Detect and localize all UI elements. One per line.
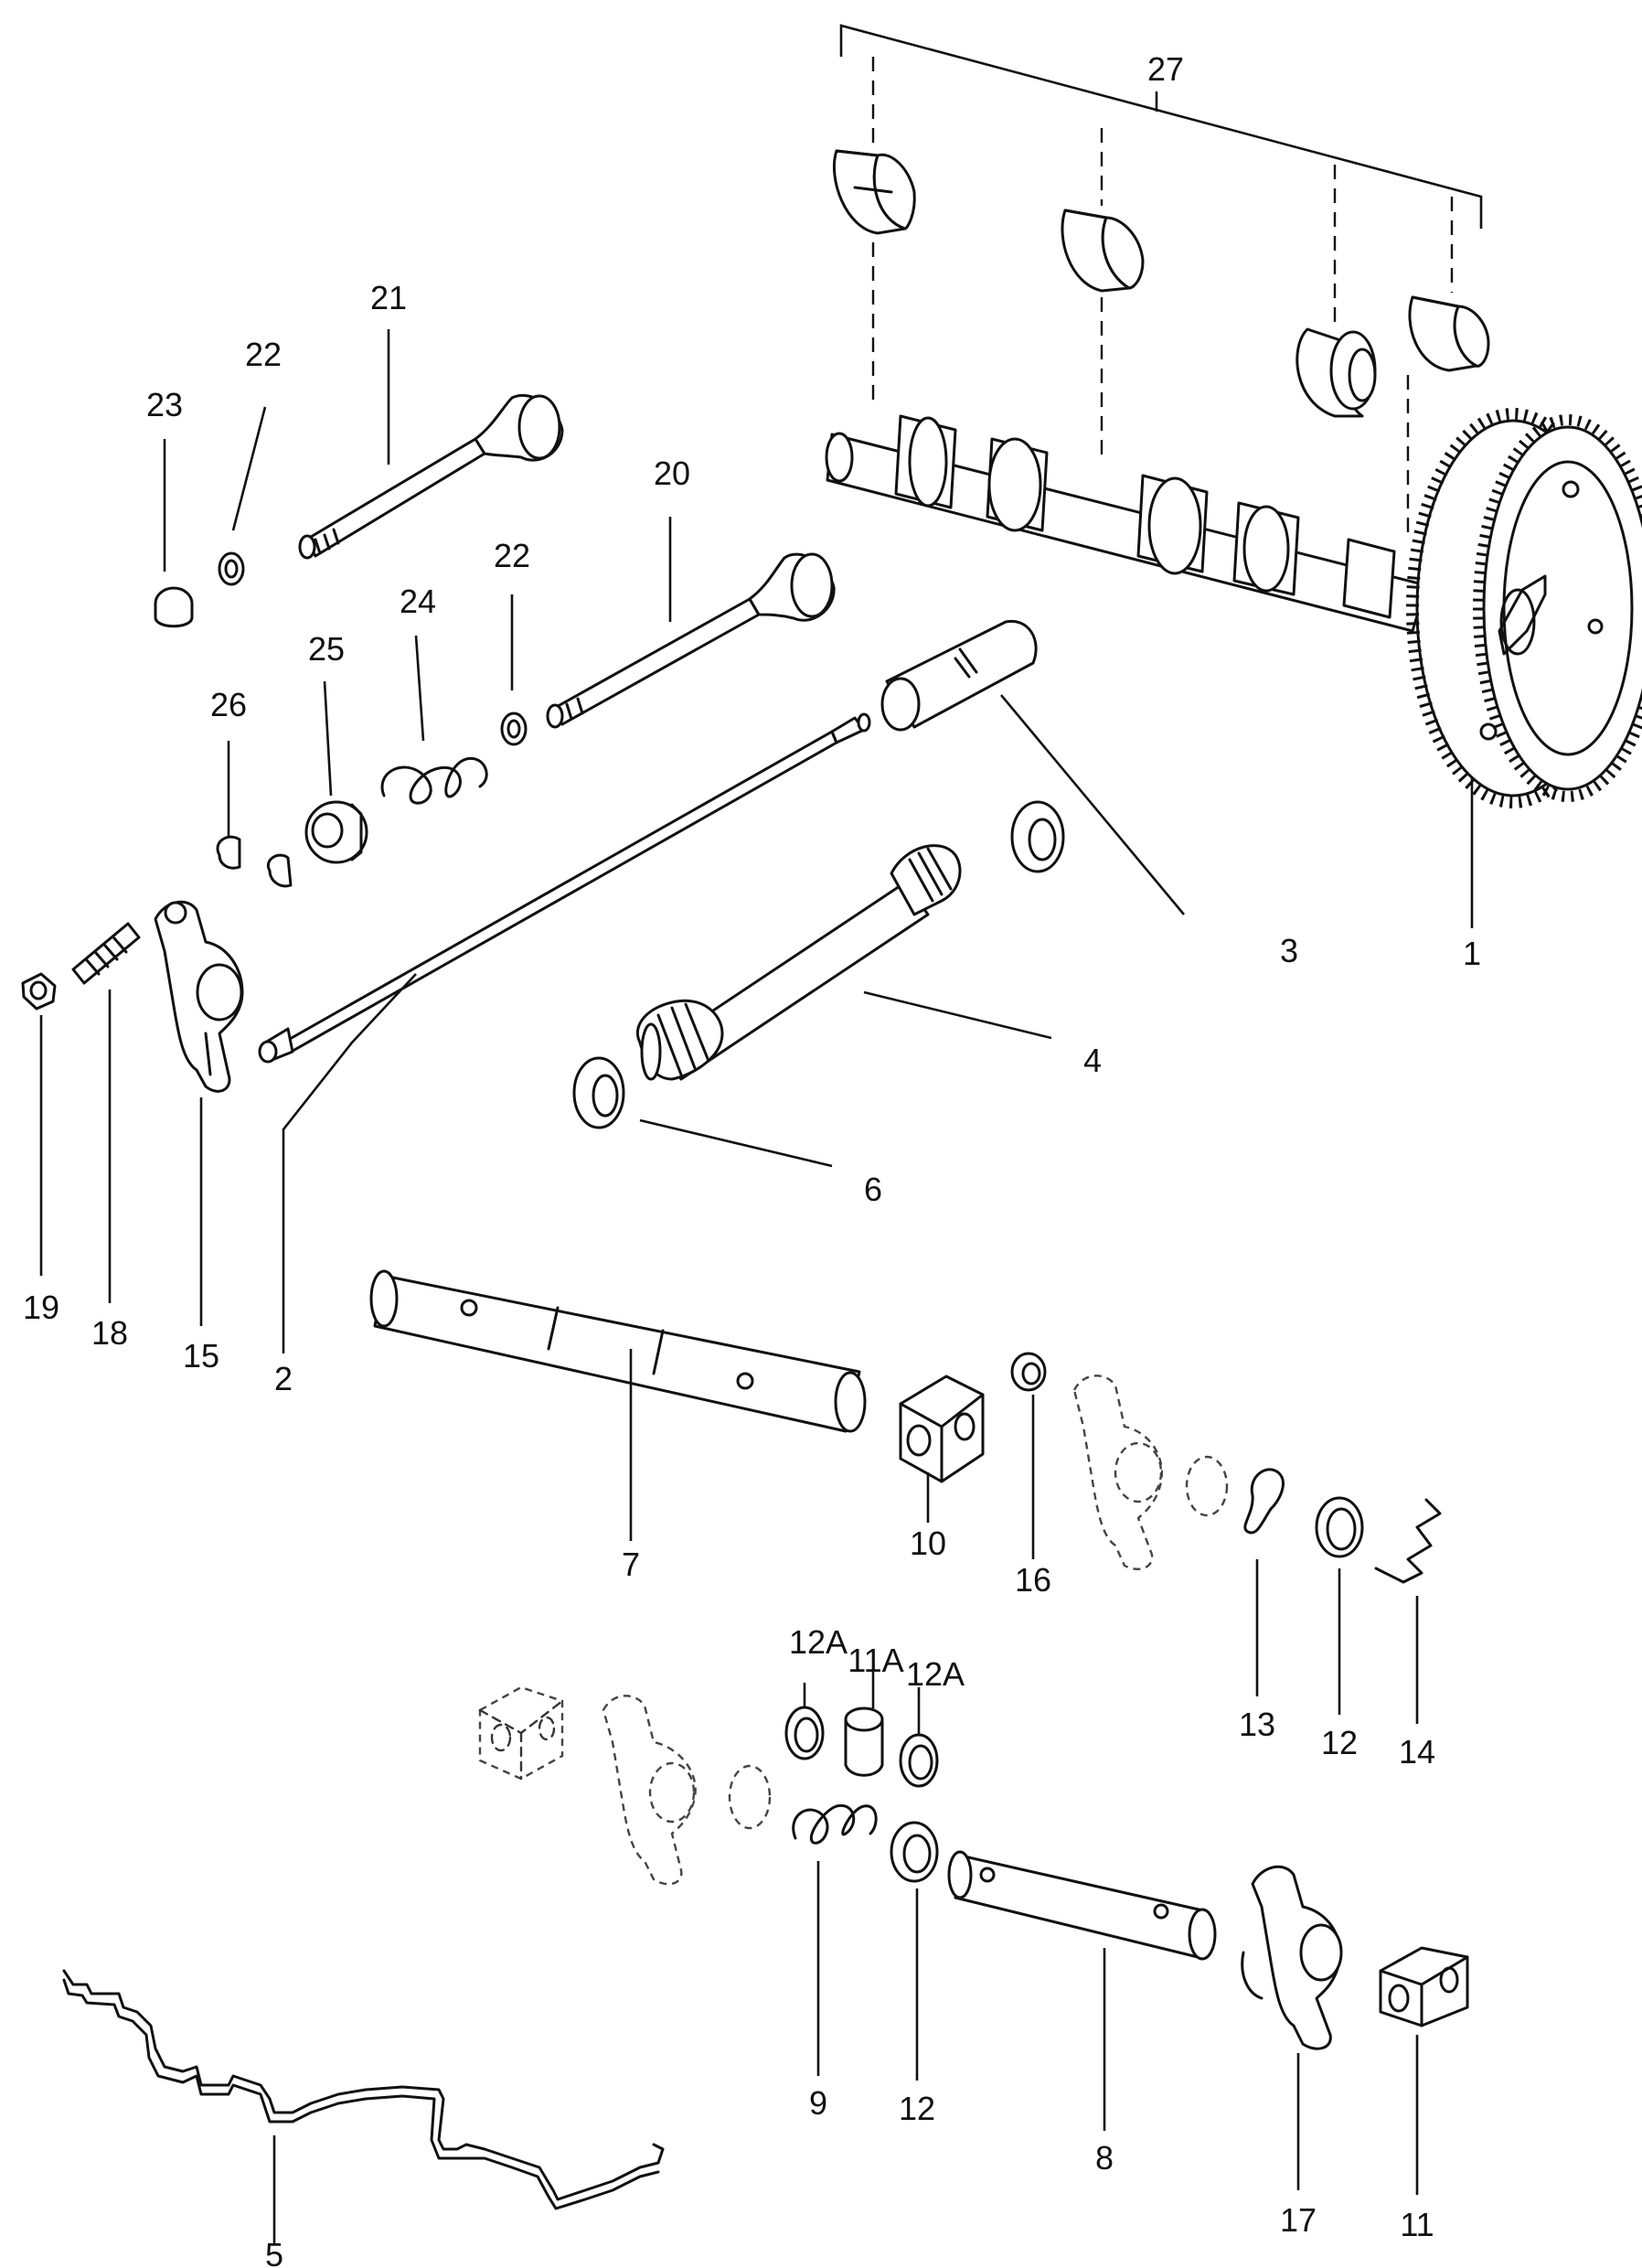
bushing [844,1706,884,1777]
pushrod-tube [635,844,962,1081]
valve-cap [154,586,194,628]
callout-13: 13 [1239,1706,1275,1743]
bearing-shell-flanged [1295,327,1377,418]
group-bracket-27 [839,24,1483,229]
adjusting-screw [71,922,141,985]
bearing-shells-group [832,24,1490,540]
leader-lines [39,329,1474,2245]
spacer-ring [890,1821,939,1883]
callout-23: 23 [146,386,183,423]
callout-12: 12 [1321,1724,1358,1761]
bearing-shell [1408,295,1490,372]
washer [500,711,528,746]
bushing-washer [899,1733,939,1788]
rocker-arm [1241,1865,1343,2050]
valve-keepers [216,835,293,888]
callout-22: 22 [245,336,282,373]
callout-16: 16 [1015,1561,1051,1599]
camshaft-with-gear [825,408,1642,808]
spring-washer [1243,1468,1285,1535]
bushing-washer [784,1706,825,1760]
callout-21: 21 [370,279,407,316]
valve-spring [380,756,488,805]
spring-retainer [304,800,368,864]
cylinder-head-gasket [62,1969,665,2210]
callout-18: 18 [91,1314,128,1352]
washer [218,551,245,586]
callout-4: 4 [1083,1042,1102,1079]
callout-7: 7 [622,1546,640,1583]
callout-8: 8 [1095,2139,1114,2177]
callout-3: 3 [1280,932,1298,969]
callout-labels: 27 21 22 23 20 22 24 25 26 3 1 4 6 19 18… [23,50,1481,2268]
support-phantom [478,1685,564,1781]
intake-valve [546,552,836,729]
callout-26: 26 [210,686,247,723]
bearing-shell [1061,209,1145,293]
callout-19: 19 [23,1289,59,1326]
callout-5: 5 [265,2236,283,2268]
callout-10: 10 [910,1524,946,1562]
callout-27: 27 [1147,50,1184,88]
callout-25: 25 [308,630,345,668]
callout-22: 22 [494,537,530,574]
shaft-washer-upper [1315,1496,1364,1558]
callout-9: 9 [809,2084,827,2122]
callout-24: 24 [400,583,436,620]
callout-11: 11 [1400,2206,1434,2243]
callout-2: 2 [274,1360,293,1397]
exhaust-valve [298,393,564,560]
callout-1: 1 [1463,935,1481,972]
callout-20: 20 [654,455,690,492]
rocker-arm-phantom [602,1695,697,1886]
callout-17: 17 [1280,2201,1317,2239]
cam-gear [1406,408,1642,808]
tube-seal-upper [1010,800,1065,873]
valve-tappet [880,619,1038,732]
rocker-arm [154,900,244,1093]
callout-14: 14 [1399,1733,1435,1771]
rocker-shaft [369,1269,867,1433]
retaining-clip [1374,1498,1442,1584]
callout-15: 15 [183,1337,219,1375]
lock-nut [21,972,57,1011]
tube-seal-lower [572,1056,625,1129]
spacer-phantom [728,1764,772,1830]
pushrod [258,712,871,1064]
callout-12A: 12A [789,1623,848,1661]
callout-6: 6 [864,1171,882,1208]
rocker-shaft-support [899,1375,985,1483]
bearing-shell [832,149,916,235]
callout-12: 12 [899,2090,935,2127]
rocker-shaft-short [947,1850,1217,1961]
shaft-washer [1010,1352,1047,1392]
spacer-phantom [1185,1455,1229,1517]
callout-11A: 11A [848,1642,903,1679]
rocker-shaft-support [1379,1946,1469,2027]
callout-12A: 12A [906,1655,965,1693]
rocker-arm-phantom [1072,1375,1163,1570]
coil-spring [792,1803,878,1845]
